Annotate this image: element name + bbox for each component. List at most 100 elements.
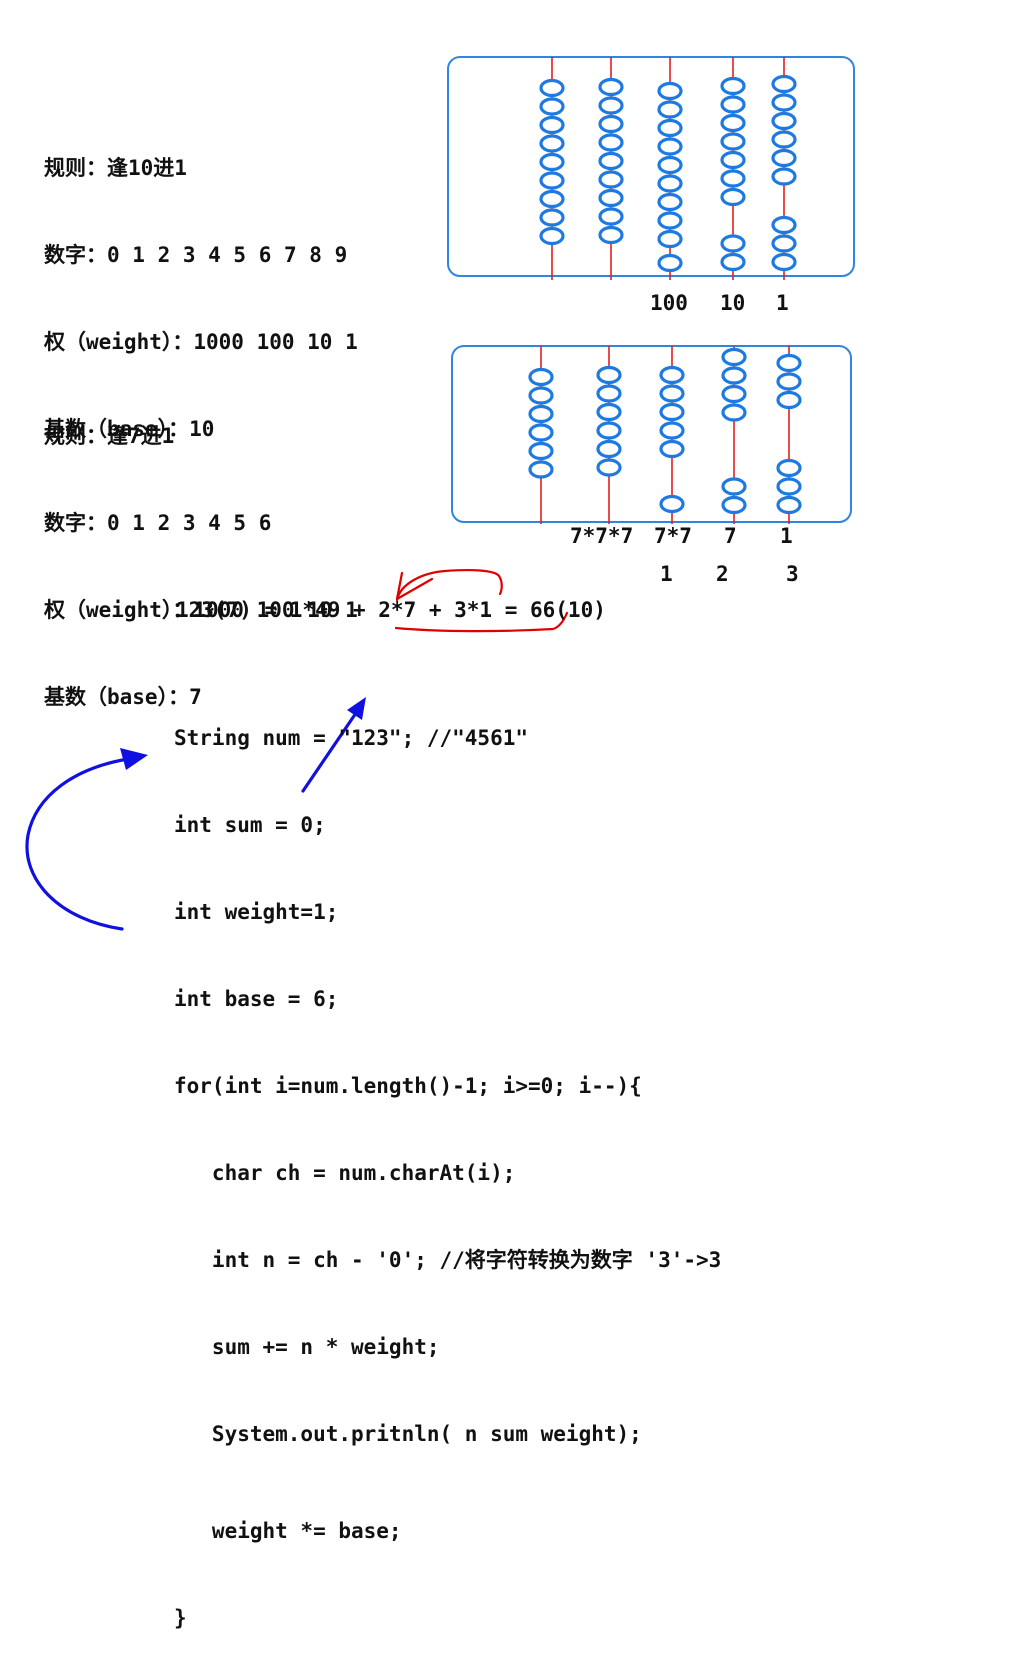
base10-rule-text: 规则：逢10进1 (44, 156, 187, 180)
abacus-bead (771, 74, 797, 94)
abacus-bead (528, 460, 554, 479)
base7-rules: 规则：逢7进1 数字：0 1 2 3 4 5 6 权（weight）：1000 … (44, 364, 358, 741)
base10-place-label-10: 10 (720, 291, 746, 315)
abacus-bead (596, 402, 622, 422)
red-annotation-tick (395, 571, 434, 601)
abacus-bead (720, 252, 746, 272)
abacus-bead (720, 132, 746, 151)
abacus-bead (539, 134, 565, 153)
abacus-bead (596, 458, 622, 477)
abacus-bead (771, 215, 797, 235)
abacus-bead (598, 207, 624, 226)
abacus-bead (539, 189, 565, 209)
abacus-bead (598, 96, 624, 115)
code-line: for(int i=num.length()-1; i>=0; i--){ (174, 1074, 642, 1098)
abacus-frame-base7 (451, 345, 852, 523)
abacus-bead (721, 403, 747, 422)
abacus-bead (657, 253, 683, 273)
abacus-bead (596, 439, 622, 459)
abacus-bead (598, 188, 624, 208)
abacus-bead (720, 187, 746, 207)
abacus-bead (720, 169, 746, 188)
abacus-bead (721, 477, 747, 496)
abacus-bead (657, 229, 683, 249)
red-annotation-arc (395, 568, 503, 602)
abacus-bead (776, 477, 802, 496)
abacus-bead (720, 95, 746, 114)
code-line: int sum = 0; (174, 813, 326, 837)
red-annotation-underline (394, 611, 569, 633)
base10-place-label-100: 100 (650, 291, 688, 315)
abacus-bead (776, 353, 802, 373)
code-line: int base = 6; (174, 987, 339, 1011)
abacus-bead (721, 347, 747, 367)
abacus-bead (720, 76, 746, 96)
abacus-bead (657, 155, 683, 175)
code-line: int weight=1; (174, 900, 339, 924)
base10-digits-text: 数字：0 1 2 3 4 5 6 7 8 9 (44, 243, 348, 267)
blue-straight-arrow-head (347, 697, 366, 720)
abacus-bead (720, 234, 746, 253)
code-line: } (174, 1606, 187, 1630)
abacus-beads-base7 (528, 347, 802, 515)
code-line: int n = ch - '0'; //将字符转换为数字 '3'->3 (174, 1248, 722, 1272)
base7-weight-text: 权（weight）：1000 100 10 1 (44, 598, 358, 622)
abacus-bead (720, 113, 746, 133)
abacus-bead (657, 137, 683, 156)
abacus-bead (776, 458, 802, 478)
abacus-bead (598, 225, 624, 245)
abacus-bead (657, 100, 683, 119)
abacus-bead (721, 384, 747, 404)
blue-curved-arrow-head (120, 748, 148, 770)
code-line: sum += n * weight; (174, 1335, 440, 1359)
base10-base-text: 基数（base）：10 (44, 417, 215, 441)
abacus-bead (659, 494, 685, 514)
digit-label-1: 1 (660, 562, 673, 586)
base7-rule-text: 规则：逢7进1 (44, 424, 175, 448)
blue-straight-arrow (301, 711, 358, 793)
abacus-diagram (25, 56, 855, 931)
digit-label-2: 2 (716, 562, 729, 586)
base7-place-label-7: 7 (724, 524, 737, 548)
base7-base-text: 基数（base）：7 (44, 685, 202, 709)
abacus-bead (539, 115, 565, 135)
abacus-bead (528, 404, 554, 424)
abacus-bead (528, 441, 554, 461)
abacus-bead (598, 114, 624, 134)
abacus-bead (657, 81, 683, 101)
abacus-bead (776, 372, 802, 391)
blue-curved-arrow (25, 757, 130, 931)
base7-place-label-49: 7*7 (654, 524, 692, 548)
abacus-bead (657, 211, 683, 230)
abacus-bead (596, 421, 622, 440)
abacus-bead (659, 439, 685, 459)
abacus-bead (721, 366, 747, 385)
abacus-bead (721, 495, 747, 515)
abacus-bead (539, 152, 565, 172)
abacus-bead (771, 148, 797, 168)
abacus-bead (596, 365, 622, 385)
conversion-equation: 123(7) = 1*49 + 2*7 + 3*1 = 66(10) (176, 598, 606, 622)
abacus-bead (776, 495, 802, 515)
base10-place-label-1: 1 (776, 291, 789, 315)
abacus-bead (771, 93, 797, 112)
abacus-bead (657, 118, 683, 138)
abacus-bead (539, 97, 565, 116)
abacus-bead (771, 111, 797, 131)
abacus-bead (598, 170, 624, 189)
abacus-bead (598, 133, 624, 152)
code-line: weight *= base; (174, 1519, 402, 1543)
abacus-bead (771, 130, 797, 149)
abacus-bead (771, 234, 797, 253)
abacus-bead (659, 402, 685, 422)
abacus-bead (528, 423, 554, 442)
digit-label-3: 3 (786, 562, 799, 586)
abacus-bead (771, 167, 797, 186)
abacus-beads-base10 (539, 74, 797, 273)
base7-place-label-1: 1 (780, 524, 793, 548)
abacus-bead (596, 384, 622, 403)
base7-digits-text: 数字：0 1 2 3 4 5 6 (44, 511, 272, 535)
abacus-bead (771, 252, 797, 272)
abacus-bead (539, 226, 565, 246)
abacus-bead (657, 174, 683, 193)
